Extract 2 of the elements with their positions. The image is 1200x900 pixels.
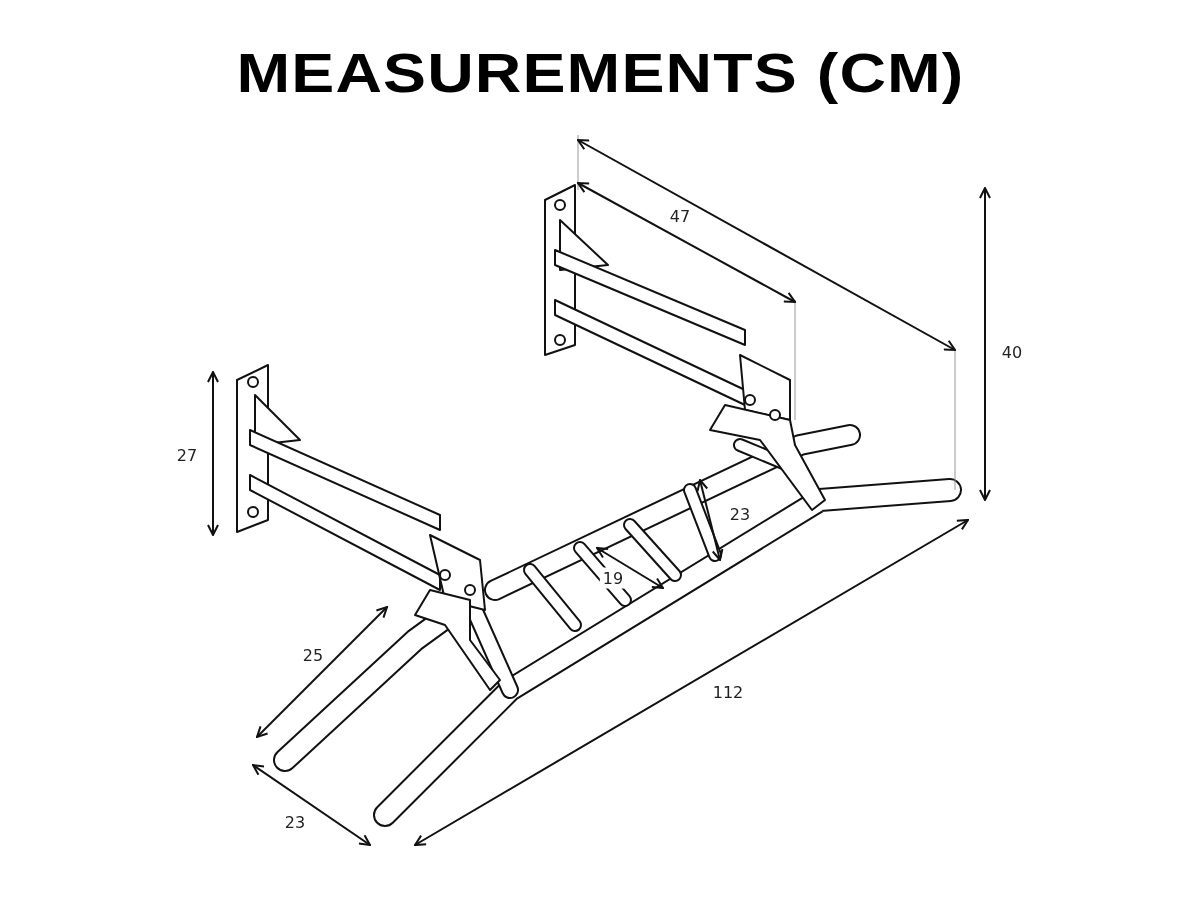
dimension-label: 19: [599, 567, 627, 589]
title: MEASUREMENTS (CM): [236, 40, 964, 105]
